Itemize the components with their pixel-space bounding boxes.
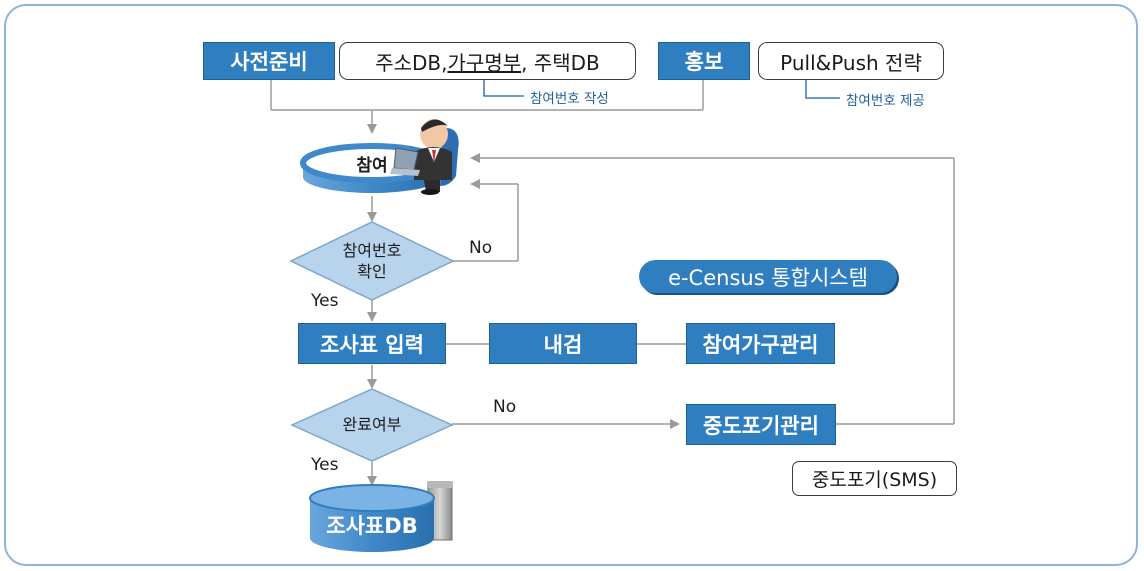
participate-label: 참여 xyxy=(356,156,388,176)
prep-label: 사전준비 xyxy=(230,50,308,74)
household-label: 참여가구관리 xyxy=(702,332,819,357)
household-box: 참여가구관리 xyxy=(686,323,835,364)
pullpush-box: Pull&Push 전략 xyxy=(758,42,944,80)
dropout-box: 중도포기관리 xyxy=(686,404,836,445)
prep-box: 사전준비 xyxy=(203,42,335,80)
edge-no-2: No xyxy=(493,397,517,417)
promo-box: 홍보 xyxy=(658,42,750,80)
complete-label: 완료여부 xyxy=(342,415,402,434)
check-number-diamond xyxy=(289,221,455,301)
input-label: 조사표 입력 xyxy=(320,332,424,357)
db-label-b: 가구명부 xyxy=(447,50,522,75)
dropout-label: 중도포기관리 xyxy=(703,413,819,438)
db-label-c: , 주택DB xyxy=(521,50,600,75)
edge-yes-2: Yes xyxy=(311,455,339,475)
check-number-line1: 참여번호 xyxy=(342,241,402,260)
review-label: 내검 xyxy=(543,332,583,357)
pullpush-label: Pull&Push 전략 xyxy=(780,50,922,75)
e-census-badge: e-Census 통합시스템 xyxy=(639,260,897,293)
sms-label: 중도포기(SMS) xyxy=(811,469,938,491)
edge-yes-1: Yes xyxy=(311,291,339,311)
review-box: 내검 xyxy=(489,323,637,364)
database-label: 조사표DB xyxy=(326,514,418,538)
edge-no-1: No xyxy=(469,238,493,258)
person-laptop-icon xyxy=(390,119,459,195)
check-number-line2: 확인 xyxy=(357,262,387,281)
input-box: 조사표 입력 xyxy=(298,323,446,364)
note-write-number: 참여번호 작성 xyxy=(530,91,609,107)
complete-diamond xyxy=(290,388,454,462)
note-provide-number: 참여번호 제공 xyxy=(846,93,925,109)
database-disk xyxy=(309,484,435,552)
check-number-label: 참여번호 확인 xyxy=(312,240,432,282)
db-box: 주소DB, 가구명부, 주택DB xyxy=(339,42,636,80)
sms-box: 중도포기(SMS) xyxy=(792,461,957,496)
db-label-a: 주소DB, xyxy=(375,50,448,75)
promo-label: 홍보 xyxy=(684,50,724,74)
